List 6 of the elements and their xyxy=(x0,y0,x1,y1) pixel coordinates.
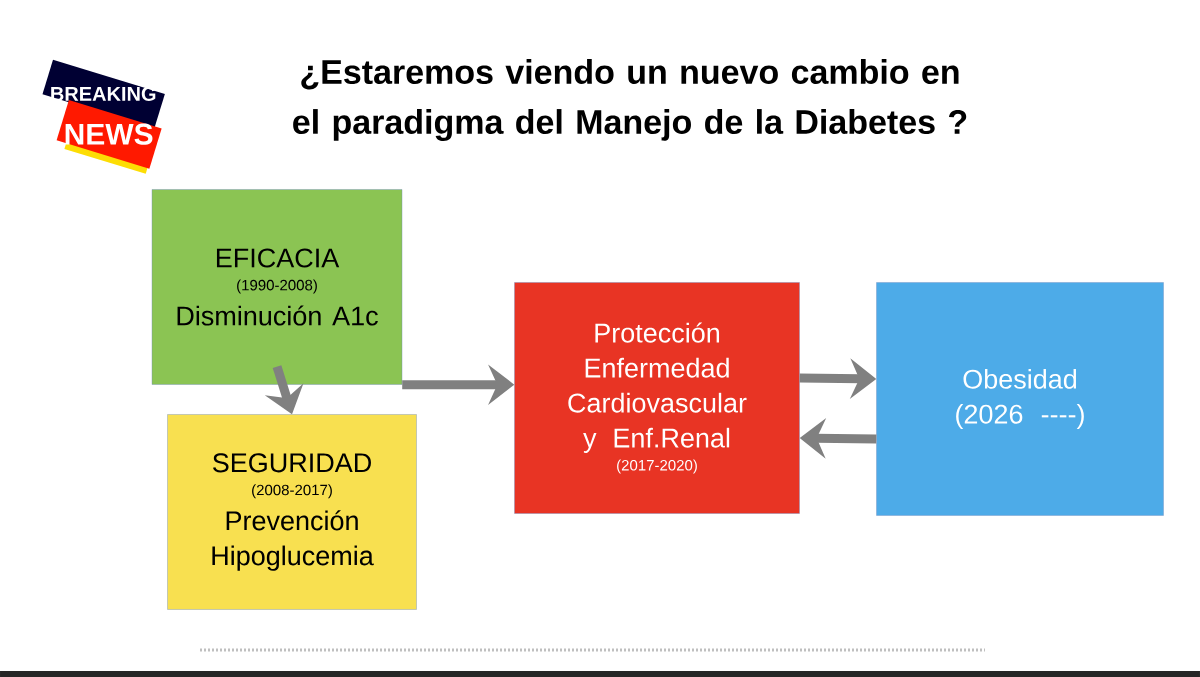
title: ¿Estaremos viendo un nuevo cambio en el paradigma del Manejo de la Diabetes ? xyxy=(293,59,967,141)
stage-box: EFICACIA (1990-2008) Disminución A1c xyxy=(151,189,403,385)
stage-box: Obesidad (2026 ----) xyxy=(876,282,1164,516)
breaking-news-badge: BREAKING NEWS xyxy=(42,59,165,174)
stage-box: Protección Enfermedad Cardiovascular y Enf.Renal (2017-2020) xyxy=(514,282,800,514)
stage-box: SEGURIDAD (2008-2017) Prevención Hipoglucemia xyxy=(167,414,417,610)
